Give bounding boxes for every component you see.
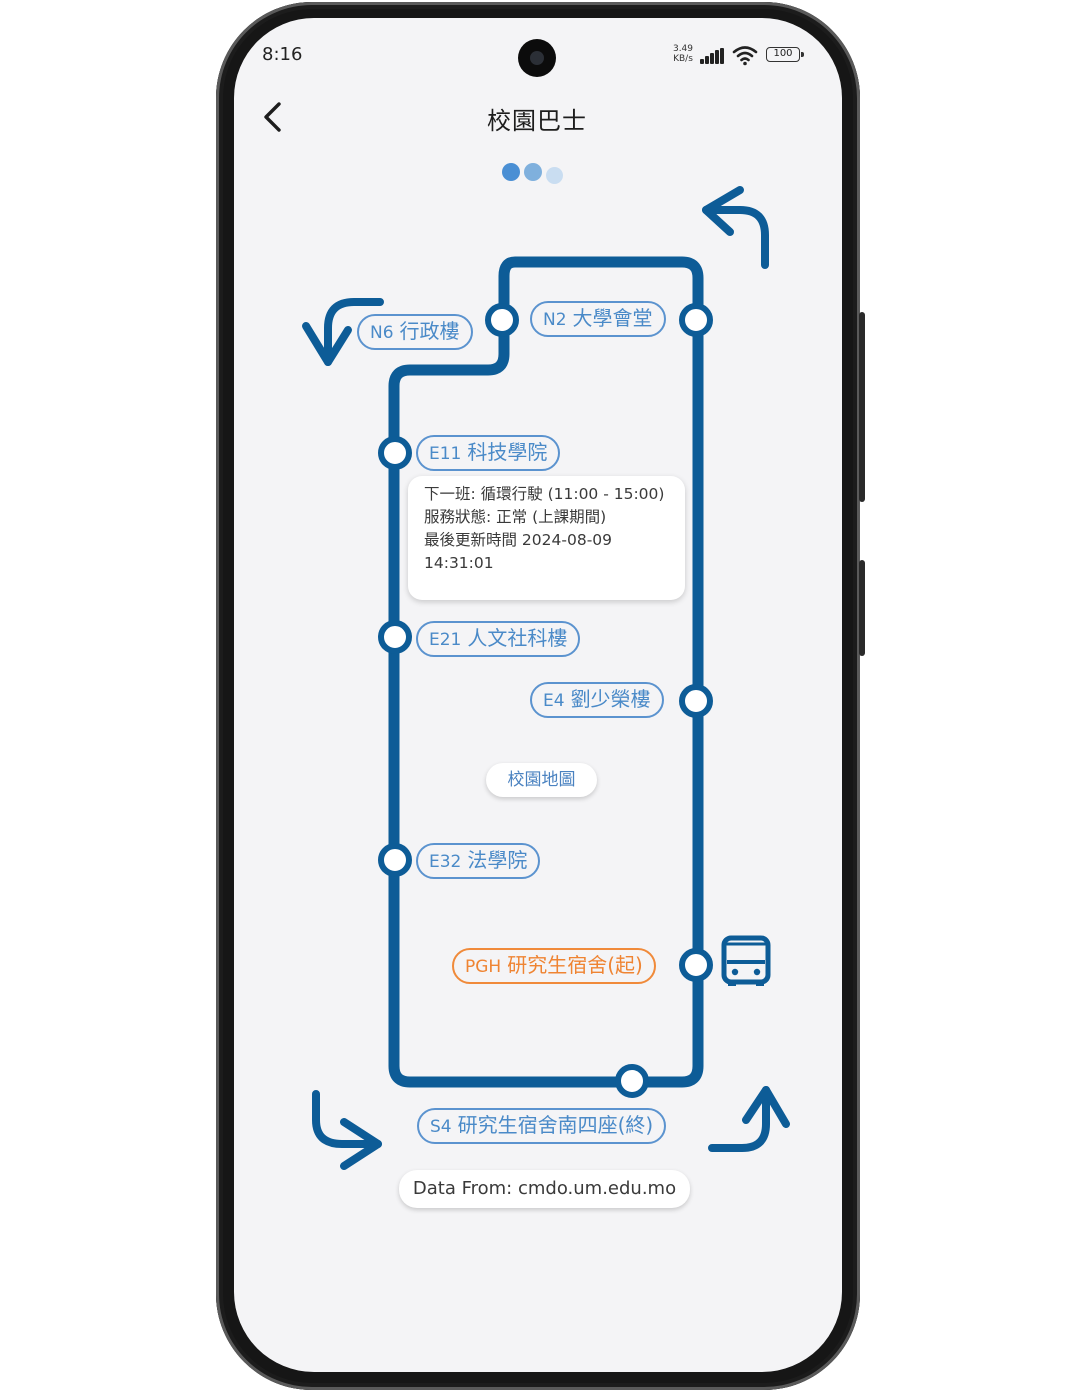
page-dot-2[interactable]: [524, 163, 542, 181]
station-code: PGH: [465, 957, 502, 977]
service-status-text: 服務狀態: 正常 (上課期間): [424, 508, 607, 526]
station-code: E21: [429, 630, 462, 650]
volume-button: [859, 560, 865, 656]
station-code: N6: [370, 323, 394, 343]
stop-marker-e11: [378, 436, 412, 470]
next-bus-text: 下一班: 循環行駛 (11:00 - 15:00): [424, 485, 665, 503]
power-button: [859, 312, 865, 502]
stop-marker-pgh: [679, 948, 713, 982]
chevron-left-icon: [264, 102, 281, 132]
campus-map-button[interactable]: 校園地圖: [486, 763, 597, 797]
arrow-turn-icon-top-right: [702, 186, 769, 269]
arrow-turn-icon-top-left: [302, 298, 384, 366]
stop-marker-e32: [378, 843, 412, 877]
battery-icon: 100: [766, 47, 804, 62]
network-speed-value: 3.49: [672, 44, 694, 54]
station-name: 劉少榮樓: [570, 687, 651, 711]
network-speed: 3.49 KB/s: [670, 44, 696, 64]
station-name: 研究生宿舍南四座(終): [457, 1113, 654, 1137]
status-time: 8:16: [262, 44, 303, 65]
station-code: E32: [429, 852, 462, 872]
stop-marker-s4: [615, 1064, 649, 1098]
bus-icon: [721, 935, 771, 986]
next-bus-info-card: 下一班: 循環行駛 (11:00 - 15:00) 服務狀態: 正常 (上課期間…: [408, 476, 685, 600]
station-name: 行政樓: [399, 319, 460, 343]
arrow-turn-icon-bottom-right: [708, 1086, 790, 1152]
page-title: 校園巴士: [487, 107, 587, 135]
station-name: 大學會堂: [572, 306, 653, 330]
wifi-icon: [732, 46, 758, 66]
arrow-turn-icon-bottom-left: [312, 1090, 382, 1170]
station-code: S4: [430, 1117, 452, 1137]
station-name: 研究生宿舍(起): [507, 953, 643, 977]
station-name: 科技學院: [467, 440, 548, 464]
network-speed-unit: KB/s: [673, 54, 693, 64]
route-line: [388, 256, 704, 1088]
station-name: 人文社科樓: [467, 626, 568, 650]
stop-marker-e4: [679, 684, 713, 718]
stop-marker-e21: [378, 620, 412, 654]
station-code: E4: [543, 691, 565, 711]
signal-icon: [700, 48, 726, 64]
page-dot-3[interactable]: [546, 167, 563, 184]
page-dot-1[interactable]: [502, 163, 520, 181]
data-source-button[interactable]: Data From: cmdo.um.edu.mo: [399, 1170, 690, 1208]
back-button[interactable]: [256, 98, 292, 138]
stop-marker-n2: [679, 303, 713, 337]
front-camera: [518, 39, 556, 77]
station-code: E11: [429, 444, 462, 464]
last-updated-text: 最後更新時間 2024-08-09 14:31:01: [424, 531, 613, 572]
stop-marker-n6: [485, 303, 519, 337]
station-name: 法學院: [467, 848, 528, 872]
station-code: N2: [543, 310, 567, 330]
